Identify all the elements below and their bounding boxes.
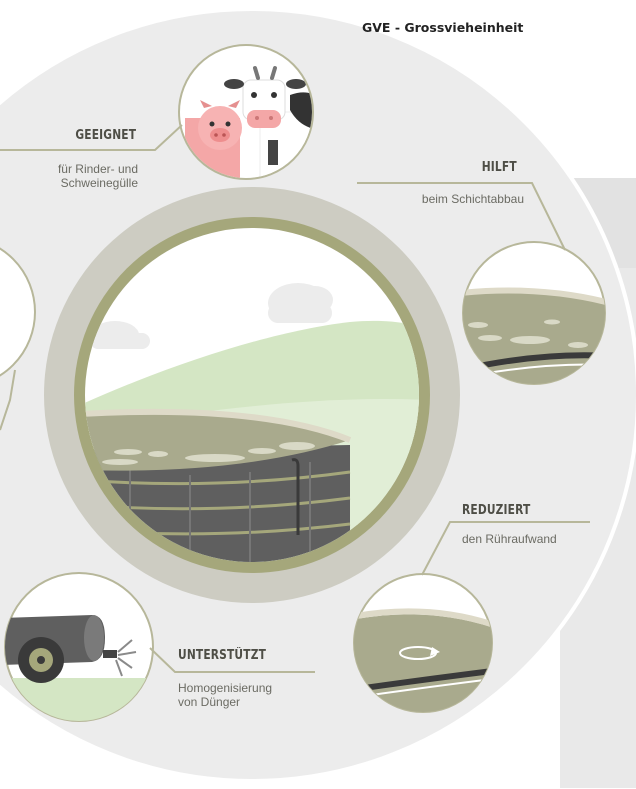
callout-title: GEEIGNET: [75, 128, 136, 143]
unit-label: GVE - Grossvieheinheit: [362, 20, 524, 35]
desc-line: von Dünger: [178, 695, 241, 709]
slurry-tank-icon: [85, 228, 419, 562]
connector-lines: [0, 124, 590, 673]
callout-title: HILFT: [481, 160, 517, 175]
callout-title: REDUZIERT: [462, 503, 531, 518]
callout-hilft-desc: beim Schichtabbau: [384, 192, 524, 206]
callout-title: UNTERSTÜTZT: [178, 648, 267, 663]
desc-line: den Rühraufwand: [462, 532, 557, 546]
left-partial-circle: [0, 247, 36, 377]
callout-geeignet-desc: für Rinder- und Schweinegülle: [20, 162, 138, 190]
callout-hilft: HILFT: [474, 160, 517, 175]
callout-geeignet: GEEIGNET: [62, 128, 136, 143]
callout-reduziert: REDUZIERT: [462, 503, 545, 518]
desc-line: für Rinder- und: [57, 162, 138, 176]
callout-unterstuetzt: UNTERSTÜTZT: [178, 648, 285, 663]
callout-reduziert-desc: den Rühraufwand: [462, 532, 557, 546]
desc-line: Homogenisierung: [178, 681, 273, 695]
desc-line: Schweinegülle: [60, 176, 138, 190]
callout-unterstuetzt-desc: Homogenisierung von Dünger: [178, 681, 272, 709]
desc-line: beim Schichtabbau: [421, 192, 524, 206]
